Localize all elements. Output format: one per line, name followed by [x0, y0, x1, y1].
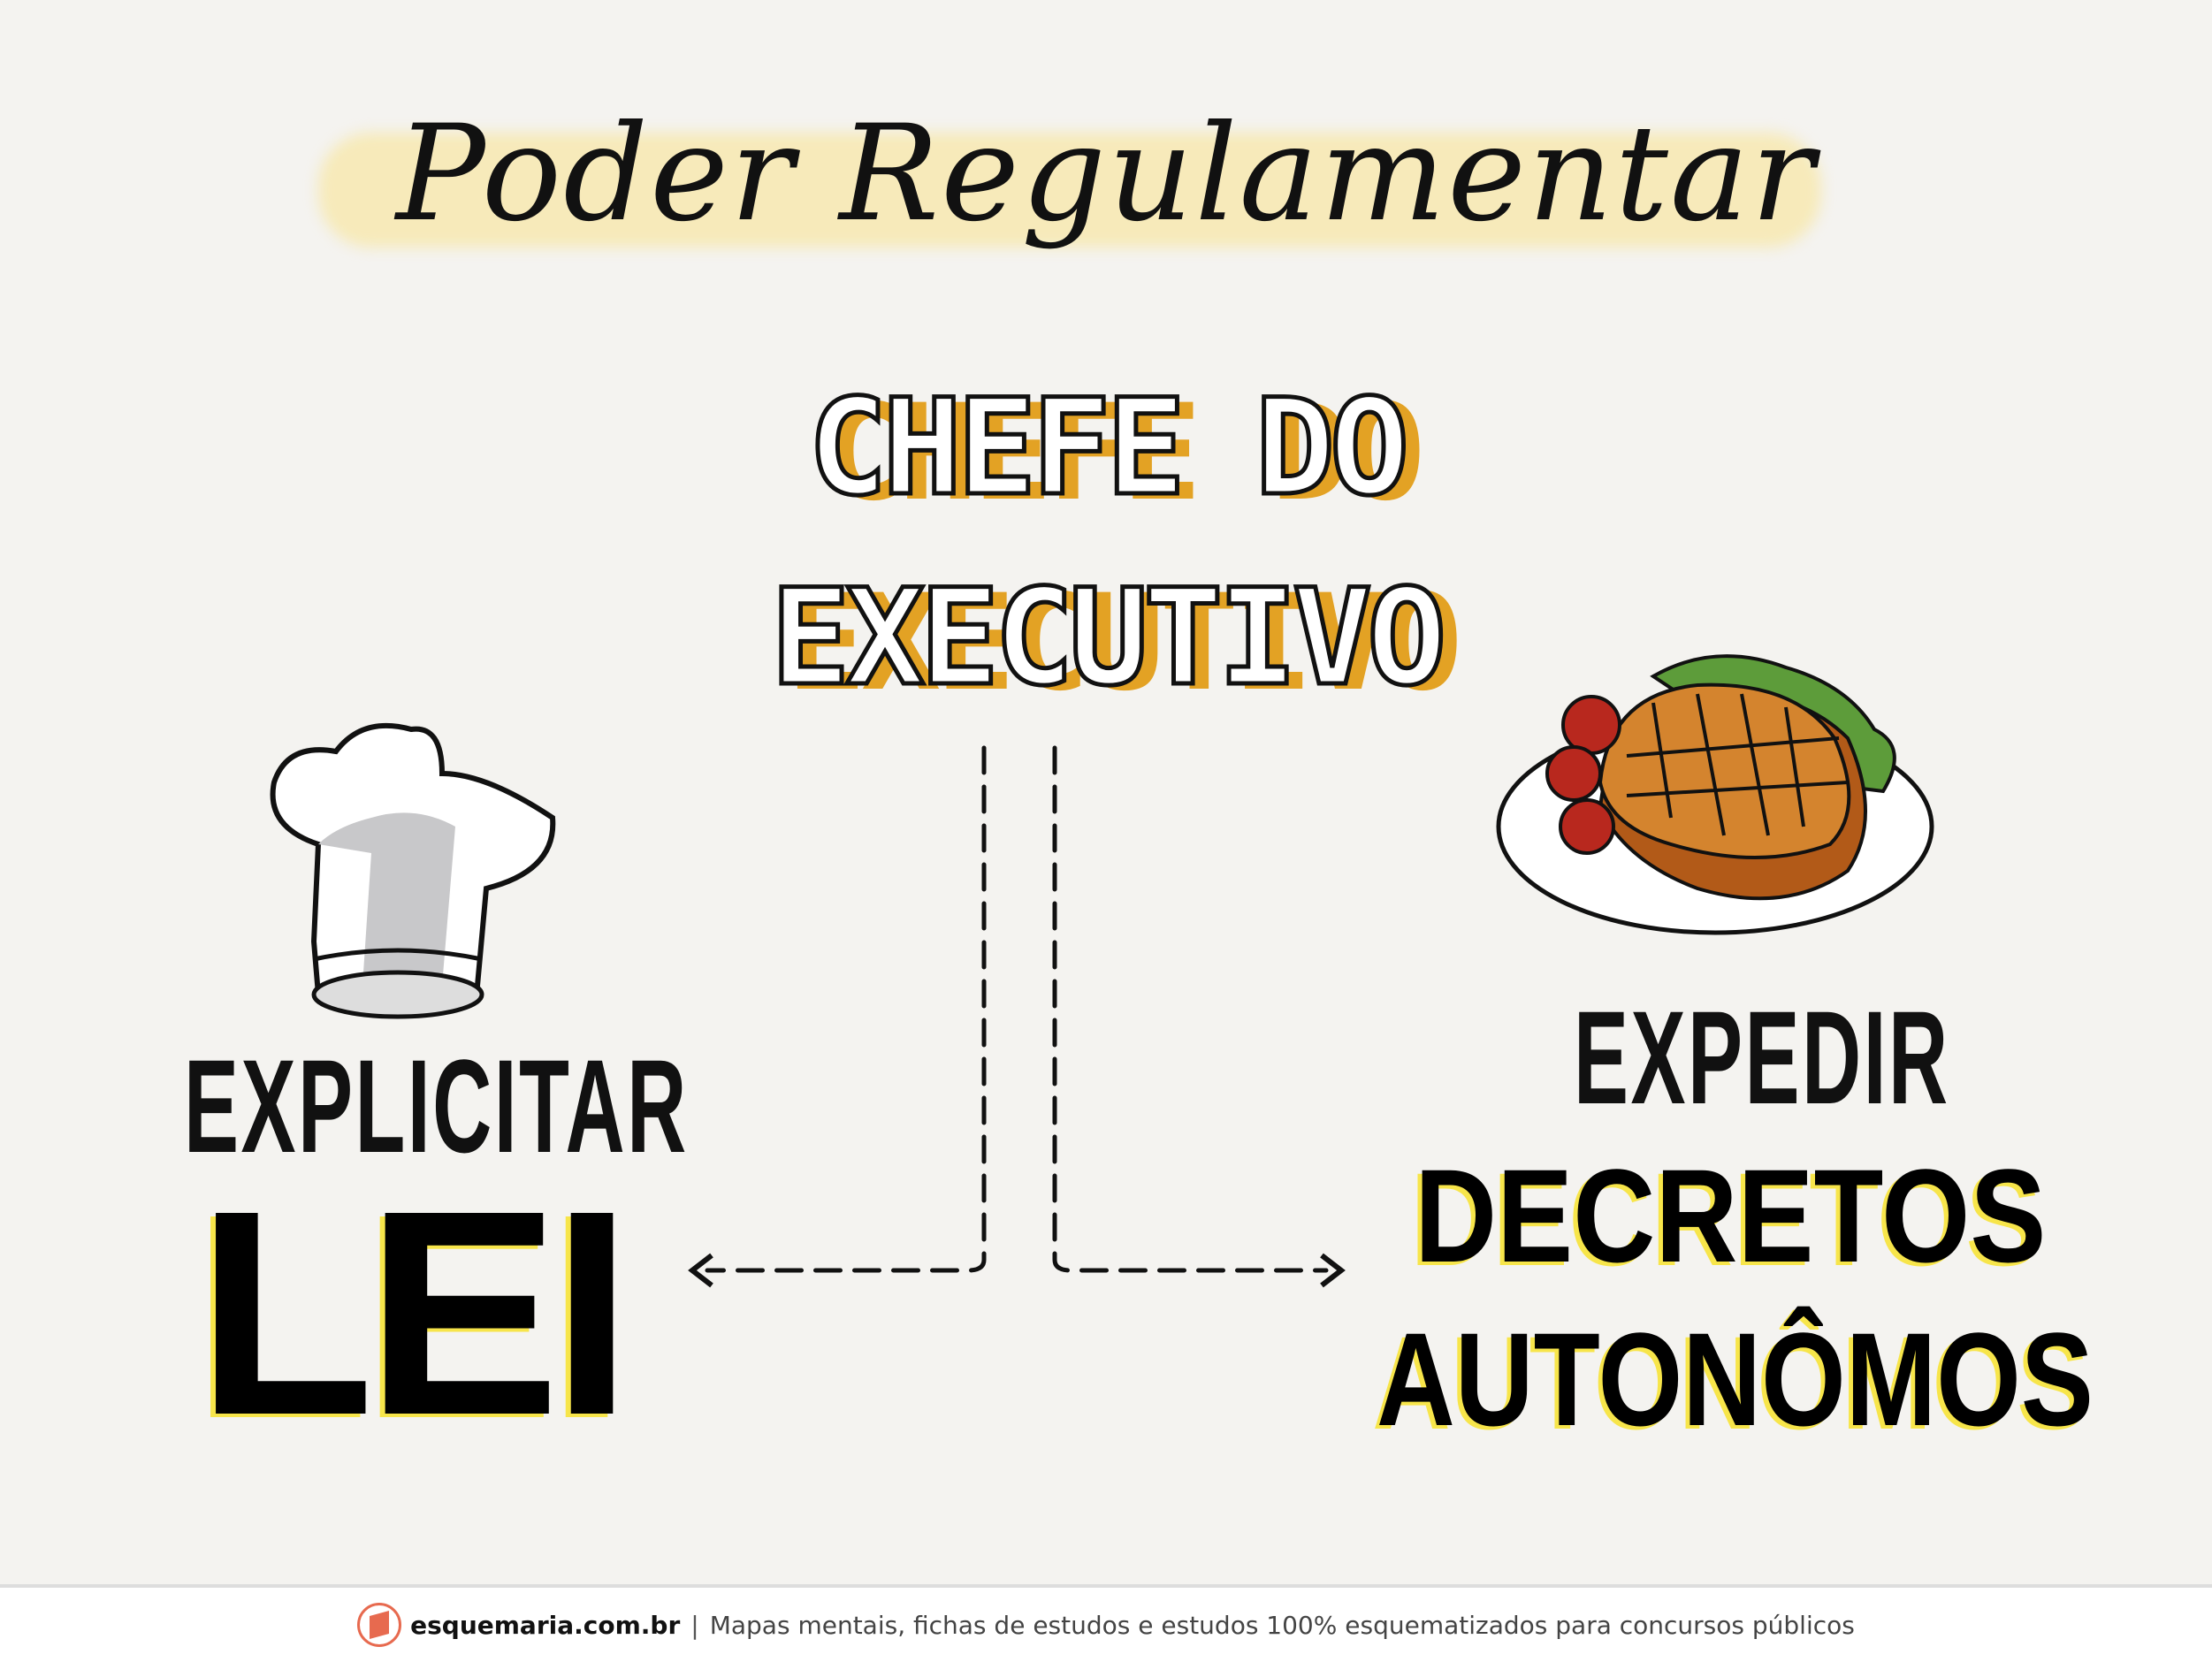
brand-logo-icon: [357, 1603, 402, 1647]
chef-hat-icon: [270, 722, 556, 1019]
title-highlight: [318, 133, 1821, 248]
arrow-right-icon: [1320, 1253, 1346, 1288]
footer-tagline: Mapas mentais, fichas de estudos e estud…: [709, 1610, 1855, 1640]
center-heading-line1: CHEFE DO: [805, 370, 1411, 528]
footer-separator: |: [690, 1610, 699, 1640]
right-object-line1: DECRETOS: [1415, 1141, 2047, 1290]
footer-brand-link[interactable]: esquemaria.com.br: [410, 1610, 681, 1640]
page-title: Poder Regulamentar: [395, 97, 1817, 251]
right-object-line2: AUTONÔMOS: [1377, 1305, 2094, 1453]
left-object: LEI: [196, 1149, 632, 1475]
center-heading-line2: EXECUTIVO: [768, 560, 1449, 718]
steak-plate-icon: [1496, 654, 1934, 935]
left-verb: Explicitar: [184, 1032, 689, 1180]
footer: esquemaria.com.br | Mapas mentais, ficha…: [0, 1584, 2212, 1662]
arrow-left-icon: [688, 1253, 713, 1288]
right-verb: Expedir: [1574, 983, 1950, 1132]
